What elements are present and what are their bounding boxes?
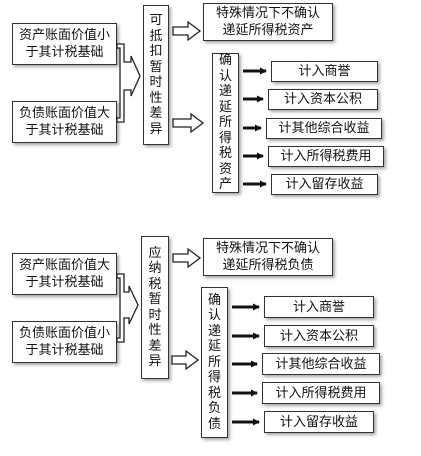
special-case-text: 特殊情况下不确认递延所得税负债 [215,241,320,273]
item-label: 计入所得税费用 [280,149,372,164]
item-box: 计入留存收益 [264,411,374,433]
vertical-char: 时 [149,75,163,90]
item-box: 计入资本公积 [268,89,378,110]
merge-arrow-icon [116,273,139,343]
vertical-char: 负 [207,401,221,417]
left-box-asset: 资产账面价值大于其计税基础 [12,253,117,295]
vertical-char: 得 [218,130,232,146]
item-box: 计入商誉 [264,296,374,318]
hollow-arrow-icon [172,247,202,269]
vertical-char: 得 [207,370,221,386]
vertical-char: 时 [148,307,162,323]
vertical-char: 所 [218,115,232,131]
vertical-char: 差 [149,106,163,121]
vertical-char: 确 [207,292,221,308]
item-box: 计入商誉 [271,61,378,82]
item-box: 计其他综合收益 [262,353,380,375]
item-label: 计入所得税费用 [275,385,367,401]
vertical-char: 资 [218,161,232,177]
item-label: 计入留存收益 [285,177,364,192]
left-box-asset: 资产账面价值小于其计税基础 [12,23,117,65]
vertical-char: 产 [218,177,232,193]
vertical-char: 异 [149,121,163,137]
vertical-char: 性 [148,323,162,338]
vertical-char: 可 [149,13,163,28]
vertical-char: 确 [218,53,232,69]
item-box: 计其他综合收益 [266,118,382,139]
item-box: 计入所得税费用 [268,146,384,167]
left-box-asset-text: 资产账面价值大于其计税基础 [18,258,110,290]
left-box-asset-text: 资产账面价值小于其计税基础 [18,28,110,60]
recognize-dtl-box: 确认递延所得税负债 [201,287,228,438]
item-box: 计入资本公积 [264,325,374,347]
vertical-char: 差 [148,338,162,354]
vertical-char: 暂 [149,59,163,75]
vertical-char: 债 [207,416,221,432]
vertical-char: 所 [207,354,221,370]
deductible-difference-box: 可抵扣暂时性差异 [143,5,169,145]
item-label: 计入资本公积 [279,328,358,344]
merge-arrow-icon [116,43,141,123]
special-case-box: 特殊情况下不确认递延所得税负债 [203,238,333,276]
vertical-char: 递 [218,84,232,100]
item-label: 计入商誉 [298,64,351,79]
item-label: 计其他综合收益 [275,356,367,372]
hollow-arrow-icon [172,112,205,134]
hollow-arrow-icon [172,20,202,42]
item-label: 计入商誉 [292,299,345,315]
vertical-char: 延 [218,99,232,115]
vertical-char: 税 [218,146,232,162]
special-case-box: 特殊情况下不确认递延所得税资产 [203,3,333,41]
left-box-liability-text: 负债账面价值小于其计税基础 [18,326,110,358]
item-box: 计入所得税费用 [262,382,380,404]
item-label: 计入留存收益 [279,414,358,430]
taxable-difference-box: 应纳税暂时性差异 [141,236,169,379]
special-case-text: 特殊情况下不确认递延所得税资产 [215,6,320,38]
vertical-char: 应 [148,245,162,261]
item-label: 计入资本公积 [283,92,362,107]
vertical-char: 递 [207,323,221,339]
vertical-char: 扣 [149,44,163,59]
left-box-liability: 负债账面价值小于其计税基础 [12,321,117,363]
hollow-arrow-icon [171,349,200,371]
vertical-char: 认 [207,308,221,324]
vertical-char: 税 [148,276,162,292]
recognize-dta-box: 确认递延所得税资产 [212,53,239,193]
left-box-liability-text: 负债账面价值大于其计税基础 [18,106,110,138]
item-label: 计其他综合收益 [278,121,370,136]
vertical-char: 异 [148,354,162,369]
vertical-char: 纳 [148,261,162,276]
vertical-char: 抵 [149,28,163,44]
vertical-char: 税 [207,385,221,401]
item-box: 计入留存收益 [271,174,378,195]
vertical-char: 认 [218,68,232,84]
vertical-char: 暂 [148,292,162,307]
vertical-char: 延 [207,339,221,355]
vertical-char: 性 [149,90,163,106]
